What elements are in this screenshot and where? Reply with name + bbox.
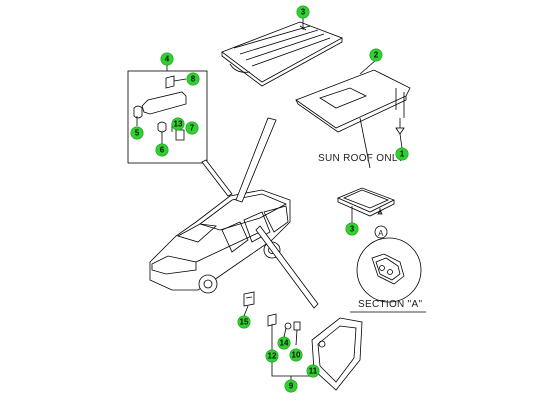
section-a-detail	[350, 237, 426, 313]
callout-c12[interactable]: 12	[265, 349, 279, 363]
callout-marker	[171, 117, 185, 131]
callout-number: 6	[160, 146, 165, 155]
callout-number: 15	[240, 318, 249, 327]
callout-number: 8	[191, 75, 196, 84]
callout-number: 13	[174, 120, 183, 129]
callout-marker	[265, 349, 279, 363]
callout-c1[interactable]: 1	[395, 147, 409, 161]
pointer-wedges	[201, 117, 371, 309]
callout-marker	[160, 52, 174, 66]
callout-marker	[345, 222, 359, 236]
callout-number: 1	[400, 150, 405, 159]
callout-marker	[289, 348, 303, 362]
callout-number: 11	[309, 367, 318, 376]
callout-c13[interactable]: 13	[171, 117, 185, 131]
callout-marker	[284, 379, 298, 393]
lower-clips	[243, 291, 363, 391]
callout-number: 5	[135, 129, 140, 138]
callout-number: 9	[289, 382, 294, 391]
callout-c4[interactable]: 4	[160, 52, 174, 66]
sunroof-frame	[336, 187, 395, 239]
callout-marker	[186, 72, 200, 86]
callout-number: 12	[268, 352, 277, 361]
assist-handle-group	[127, 70, 208, 164]
sunroof-only-label: SUN ROOF ONLY	[318, 153, 404, 164]
callout-marker	[296, 5, 310, 19]
callout-c15[interactable]: 15	[237, 315, 251, 329]
section-a-label: SECTION "A"	[358, 299, 422, 310]
callout-c9[interactable]: 9	[284, 379, 298, 393]
callout-marker	[237, 315, 251, 329]
callout-marker	[155, 143, 169, 157]
callout-c8[interactable]: 8	[186, 72, 200, 86]
callout-number: 2	[374, 51, 379, 60]
callout-number: 14	[280, 339, 289, 348]
callout-marker	[395, 147, 409, 161]
ref-a-label: A	[378, 229, 384, 238]
callout-marker	[277, 336, 291, 350]
callout-number: 3	[301, 8, 306, 17]
callout-marker	[369, 48, 383, 62]
callout-marker	[130, 126, 144, 140]
callout-c5[interactable]: 5	[130, 126, 144, 140]
callout-c11[interactable]: 11	[306, 364, 320, 378]
callout-number: 7	[190, 124, 195, 133]
callout-c3-top[interactable]: 3	[296, 5, 310, 19]
callout-marker	[306, 364, 320, 378]
callout-c3-bottom[interactable]: 3	[345, 222, 359, 236]
headliner-panel-top	[221, 21, 343, 87]
callout-c7[interactable]: 7	[185, 121, 199, 135]
callout-c14[interactable]: 14	[277, 336, 291, 350]
headliner-panel-sunroof	[295, 69, 411, 135]
callout-c2[interactable]: 2	[369, 48, 383, 62]
callout-c10[interactable]: 10	[289, 348, 303, 362]
callout-number: 4	[165, 55, 170, 64]
callout-number: 3	[350, 225, 355, 234]
callout-marker	[185, 121, 199, 135]
vehicle-body	[149, 189, 291, 294]
callout-number: 10	[292, 351, 301, 360]
callout-c6[interactable]: 6	[155, 143, 169, 157]
